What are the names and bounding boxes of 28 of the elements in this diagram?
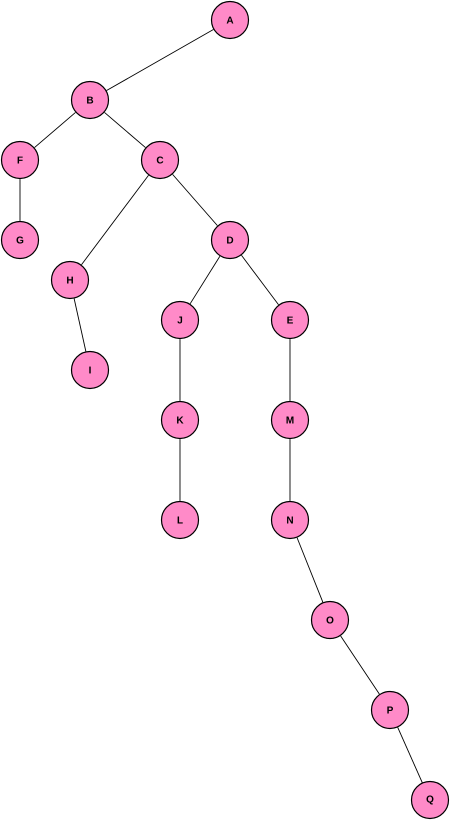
tree-node: O: [310, 600, 350, 640]
tree-node: L: [160, 500, 200, 540]
tree-node: E: [270, 300, 310, 340]
tree-node: D: [210, 220, 250, 260]
tree-node: Q: [410, 780, 450, 820]
connector-line: [397, 727, 423, 783]
tree-node: I: [70, 350, 110, 390]
connector-line: [241, 254, 279, 306]
tree-node: N: [270, 500, 310, 540]
connector-line: [104, 112, 146, 148]
tree-node: H: [50, 260, 90, 300]
tree-node: P: [370, 690, 410, 730]
connector-line: [296, 537, 324, 603]
tree-node: K: [160, 400, 200, 440]
connector-line: [172, 174, 218, 226]
connector-line: [34, 112, 76, 148]
tree-node: F: [0, 140, 40, 180]
connector-line: [340, 635, 380, 695]
connector-line: [81, 174, 149, 266]
connector-line: [106, 29, 214, 91]
tree-node: B: [70, 80, 110, 120]
tree-node: J: [160, 300, 200, 340]
tree-node: M: [270, 400, 310, 440]
tree-node: G: [0, 220, 40, 260]
connector-line: [190, 256, 220, 304]
tree-node: A: [210, 0, 250, 40]
tree-node: C: [140, 140, 180, 180]
connector-line: [74, 298, 86, 352]
